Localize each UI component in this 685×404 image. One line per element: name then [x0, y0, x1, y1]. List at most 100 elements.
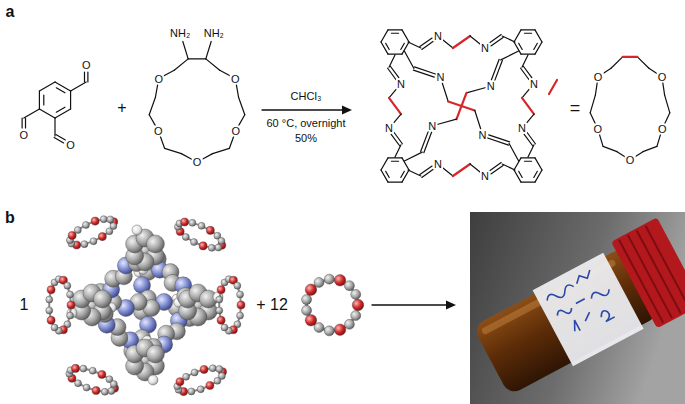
bond-line	[390, 66, 398, 77]
carbon-ball	[324, 326, 334, 336]
oxygen-ball	[200, 365, 208, 373]
ring-double-bond	[56, 88, 65, 93]
atom-label: N	[477, 129, 487, 140]
crown-bond	[220, 70, 230, 76]
crown-bond	[188, 58, 206, 59]
condition-text: 60 °C, overnight	[266, 118, 347, 129]
crown-bond	[149, 115, 155, 126]
bond-line	[424, 132, 432, 153]
bond-line	[470, 36, 480, 44]
carbon-sphere	[146, 235, 164, 253]
crown-bond	[590, 113, 595, 124]
carbon-ball	[216, 307, 223, 314]
ring-double-bond	[524, 161, 531, 162]
crown-bond	[239, 115, 245, 126]
carbon-ball	[197, 386, 204, 393]
crown-ether-model	[302, 274, 364, 336]
atom-label: N	[396, 78, 406, 89]
bond-line	[413, 70, 434, 77]
bond-line	[489, 35, 501, 44]
hydrogen-sphere	[132, 225, 142, 235]
oxygen-ball	[217, 286, 225, 294]
oxygen-ball	[305, 315, 317, 327]
atom-label: O	[592, 123, 603, 134]
ring-double-bond	[401, 171, 405, 177]
atom-label: O	[153, 125, 164, 136]
bond-line	[388, 68, 396, 79]
oxygen-ball	[47, 316, 55, 324]
bond-line	[521, 68, 529, 79]
ring-bond	[514, 170, 521, 182]
oxygen-ball	[181, 218, 189, 226]
bond-line	[466, 88, 485, 93]
carbon-ball	[324, 274, 334, 284]
crown-bond	[657, 135, 661, 147]
crown-ether-model	[46, 276, 75, 335]
carbon-ball	[344, 319, 354, 329]
ring-bond	[535, 158, 542, 170]
atom-label: O	[625, 155, 636, 166]
handwriting-mark	[556, 285, 611, 320]
carbon-ball	[81, 241, 88, 248]
atom-label: O	[593, 71, 604, 82]
atom-label: N	[433, 159, 443, 170]
bond-line	[54, 118, 55, 136]
bond-line	[509, 143, 519, 161]
ring-double-bond	[534, 43, 538, 49]
bond-line	[24, 109, 40, 118]
bond-line	[527, 132, 535, 143]
carbon-ball	[67, 291, 74, 298]
bond-line	[420, 38, 432, 47]
carbon-sphere	[146, 345, 164, 363]
bond-line	[391, 134, 399, 145]
ring-bond	[381, 158, 388, 170]
bond-line	[408, 170, 421, 176]
bond-line	[489, 163, 501, 172]
arrow-head	[342, 106, 352, 115]
atom-label: NH₂	[169, 27, 191, 38]
carbon-ball	[80, 365, 87, 372]
crown-bond	[160, 137, 164, 149]
ring-bond	[521, 182, 535, 183]
atom-label: N	[529, 78, 539, 89]
carbon-ball	[108, 387, 115, 394]
bond-line	[523, 66, 531, 77]
panel-letter: a	[5, 4, 16, 20]
panel-letter: b	[4, 210, 16, 226]
highlighted-bond	[453, 36, 470, 48]
ring-double-bond	[386, 171, 390, 177]
carbon-ball	[314, 277, 324, 287]
ring-bond	[535, 30, 542, 42]
carbon-ball	[51, 324, 58, 331]
highlighted-bond	[389, 98, 401, 114]
crown-ether-model	[66, 364, 119, 395]
bond-line	[84, 72, 85, 82]
atom-label: NH₂	[203, 27, 225, 38]
crown-bond	[155, 85, 157, 98]
carbon-ball	[101, 388, 108, 395]
bond-line	[389, 55, 395, 67]
equals-sign: =	[569, 99, 582, 117]
oxygen-ball	[72, 364, 80, 372]
carbon-sphere	[93, 290, 111, 308]
bond-line	[87, 72, 88, 82]
bond-line	[502, 164, 515, 170]
crown-bond	[663, 83, 665, 96]
carbon-ball	[237, 312, 244, 319]
carbon-ball	[218, 237, 225, 244]
carbon-ball	[214, 377, 221, 384]
ring-double-bond	[391, 161, 398, 162]
oxygen-ball	[176, 378, 184, 386]
bond-line	[22, 118, 23, 128]
ring-bond	[514, 30, 521, 42]
ring-double-bond	[519, 171, 523, 177]
crown-bond	[229, 137, 233, 149]
carbon-ball	[107, 216, 114, 223]
bond-line	[420, 166, 432, 175]
oxygen-ball	[334, 275, 346, 287]
ring-bond	[381, 30, 388, 42]
count-label: + 12	[255, 297, 289, 313]
handwriting-mark	[570, 303, 615, 337]
carbon-ball	[215, 244, 222, 251]
